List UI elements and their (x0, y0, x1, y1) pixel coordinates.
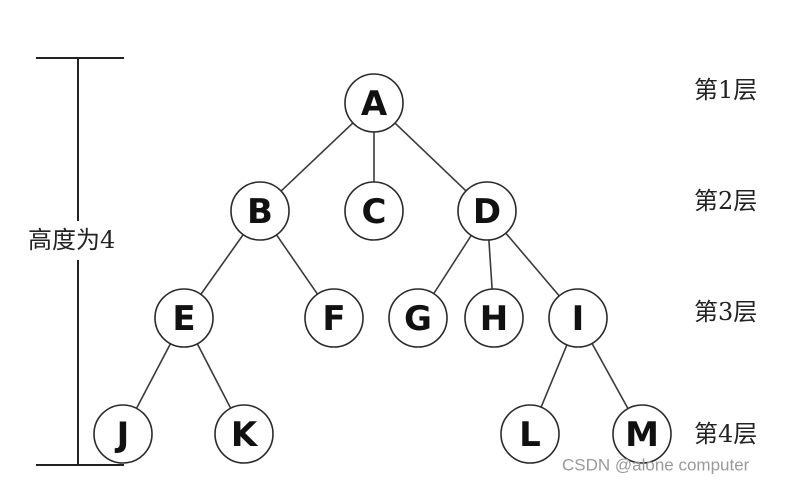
tree-edges (135, 122, 629, 409)
level-label-2: 第2层 (694, 187, 757, 215)
node-circle-f (304, 288, 364, 348)
edge-b-e (200, 234, 244, 295)
level-label-1: 第1层 (694, 76, 757, 104)
node-label-f: F (322, 299, 345, 339)
edge-d-h (488, 239, 493, 290)
tree-node-b: B (230, 181, 290, 241)
node-label-g: G (404, 299, 432, 339)
tree-node-l: L (500, 404, 560, 464)
edge-e-j (135, 343, 172, 409)
edge-b-f (275, 234, 319, 295)
node-label-c: C (362, 192, 387, 232)
tree-node-i: I (548, 288, 608, 348)
node-label-d: D (473, 192, 501, 232)
tree-node-a: A (344, 73, 404, 133)
node-circle-a (344, 73, 404, 133)
edge-a-d (394, 122, 467, 192)
watermark-text: CSDN @alone computer (562, 456, 750, 475)
node-circle-c (344, 181, 404, 241)
node-label-b: B (247, 192, 273, 232)
node-circle-b (230, 181, 290, 241)
node-circle-i (548, 288, 608, 348)
node-circle-k (214, 404, 274, 464)
node-circle-m (612, 404, 672, 464)
tree-node-j: J (93, 404, 153, 464)
level-labels: 第1层 第2层 第3层 第4层 (694, 76, 757, 448)
level-label-3: 第3层 (694, 298, 757, 326)
node-circle-e (154, 288, 214, 348)
node-label-l: L (519, 415, 541, 455)
height-indicator: 高度为4 (28, 57, 124, 466)
node-circle-h (464, 288, 524, 348)
edge-a-b (280, 122, 354, 192)
tree-node-g: G (388, 288, 448, 348)
tree-node-h: H (464, 288, 524, 348)
tree-node-c: C (344, 181, 404, 241)
node-label-j: J (115, 415, 130, 455)
tree-node-f: F (304, 288, 364, 348)
tree-nodes: A B C D E F G H I J K L M (93, 73, 672, 464)
tree-node-k: K (214, 404, 274, 464)
height-label: 高度为4 (28, 226, 115, 254)
node-label-m: M (625, 415, 659, 455)
node-circle-d (457, 181, 517, 241)
node-circle-g (388, 288, 448, 348)
edge-d-g (433, 234, 472, 295)
node-label-k: K (231, 415, 259, 455)
level-label-4: 第4层 (694, 420, 757, 448)
edge-d-i (505, 232, 560, 297)
tree-node-m: M (612, 404, 672, 464)
edge-i-l (540, 344, 568, 408)
node-circle-j (93, 404, 153, 464)
node-label-h: H (480, 299, 508, 339)
node-label-a: A (361, 84, 388, 124)
tree-node-d: D (457, 181, 517, 241)
edge-i-m (591, 343, 629, 409)
node-label-e: E (172, 299, 195, 339)
node-label-i: I (572, 299, 585, 339)
edge-e-k (196, 343, 232, 409)
node-circle-l (500, 404, 560, 464)
tree-node-e: E (154, 288, 214, 348)
